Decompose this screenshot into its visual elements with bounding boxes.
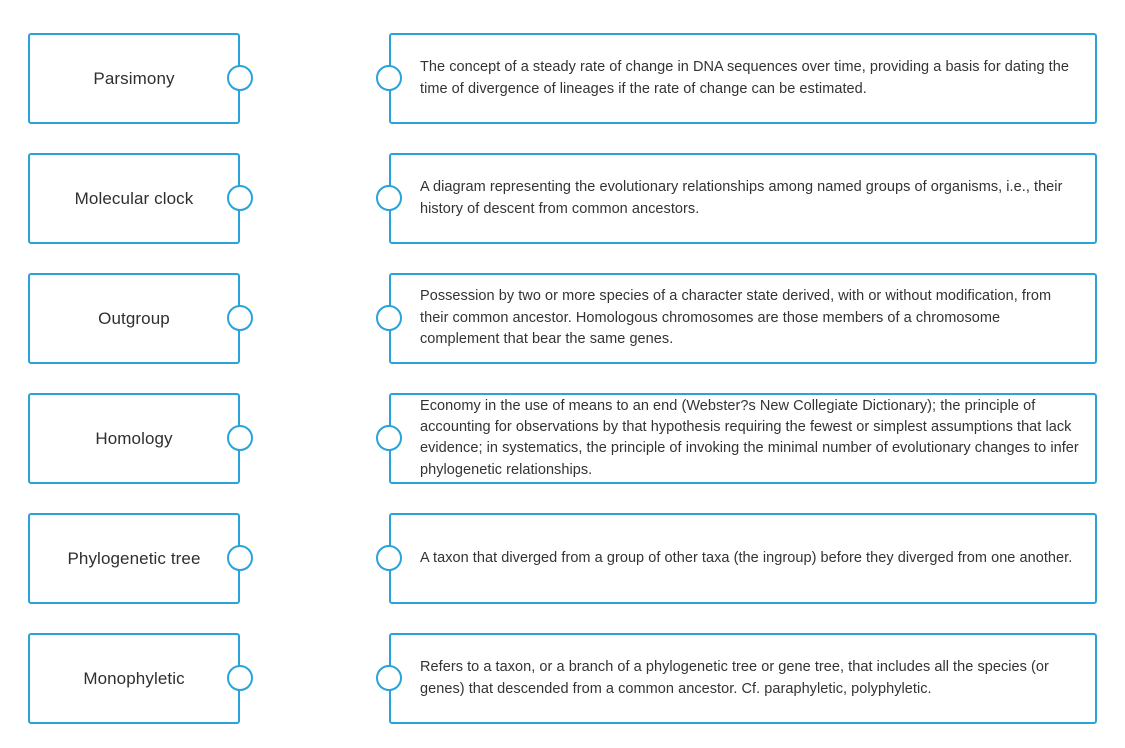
term-card[interactable]: Molecular clock: [28, 153, 240, 244]
term-connector-knob[interactable]: [227, 65, 253, 91]
definition-connector-knob[interactable]: [376, 545, 402, 571]
definition-card[interactable]: A taxon that diverged from a group of ot…: [389, 513, 1097, 604]
definition-card[interactable]: Possession by two or more species of a c…: [389, 273, 1097, 364]
term-label: Homology: [95, 428, 173, 448]
definition-connector-knob[interactable]: [376, 185, 402, 211]
term-card[interactable]: Monophyletic: [28, 633, 240, 724]
definition-connector-knob[interactable]: [376, 305, 402, 331]
definition-card[interactable]: A diagram representing the evolutionary …: [389, 153, 1097, 244]
definition-text: Economy in the use of means to an end (W…: [420, 397, 1079, 478]
term-card[interactable]: Homology: [28, 393, 240, 484]
term-label: Outgroup: [98, 308, 170, 328]
term-card[interactable]: Parsimony: [28, 33, 240, 124]
term-connector-knob[interactable]: [227, 305, 253, 331]
definition-connector-knob[interactable]: [376, 65, 402, 91]
term-connector-knob[interactable]: [227, 545, 253, 571]
definition-text: A taxon that diverged from a group of ot…: [420, 549, 1073, 566]
definition-connector-knob[interactable]: [376, 665, 402, 691]
term-label: Monophyletic: [83, 668, 185, 688]
term-card[interactable]: Phylogenetic tree: [28, 513, 240, 604]
definition-card[interactable]: The concept of a steady rate of change i…: [389, 33, 1097, 124]
term-card[interactable]: Outgroup: [28, 273, 240, 364]
term-connector-knob[interactable]: [227, 185, 253, 211]
term-label: Parsimony: [93, 68, 175, 88]
definition-text: A diagram representing the evolutionary …: [420, 179, 1063, 217]
definition-text: The concept of a steady rate of change i…: [420, 59, 1069, 97]
definition-text: Possession by two or more species of a c…: [420, 288, 1052, 348]
term-label: Phylogenetic tree: [67, 548, 201, 568]
term-connector-knob[interactable]: [227, 425, 253, 451]
definition-card[interactable]: Economy in the use of means to an end (W…: [389, 393, 1097, 484]
definition-text: Refers to a taxon, or a branch of a phyl…: [420, 659, 1049, 697]
definition-connector-knob[interactable]: [376, 425, 402, 451]
definition-card[interactable]: Refers to a taxon, or a branch of a phyl…: [389, 633, 1097, 724]
term-connector-knob[interactable]: [227, 665, 253, 691]
term-label: Molecular clock: [74, 188, 194, 208]
